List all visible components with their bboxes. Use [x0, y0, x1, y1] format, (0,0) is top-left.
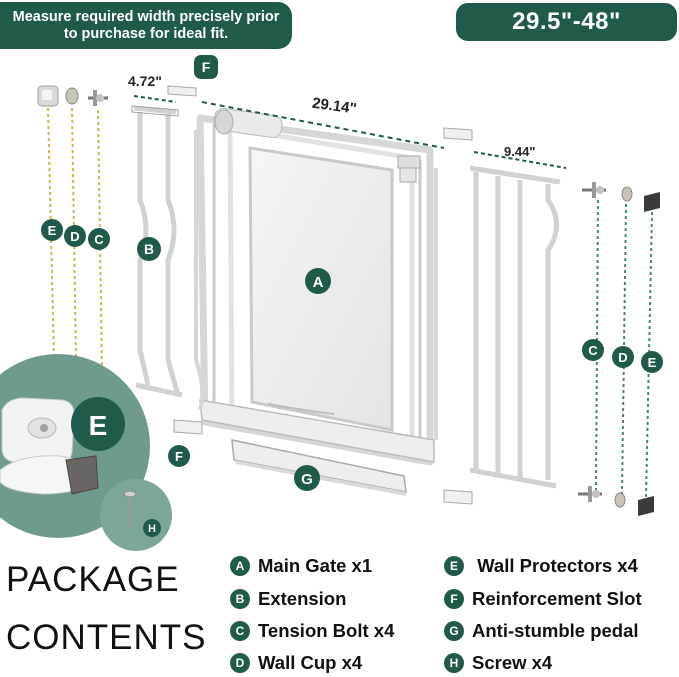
- tension-bolt-icon-right-bottom: [592, 490, 600, 498]
- legend-badge-g: G: [444, 621, 464, 641]
- callout-e-right-label: E: [648, 355, 657, 370]
- callout-a: [305, 268, 331, 294]
- package-title-line1: PACKAGE: [6, 560, 180, 599]
- legend-badge-c: C: [230, 621, 250, 641]
- callout-group-left: E D C: [41, 219, 110, 250]
- legend-item-screw: H Screw x4: [444, 651, 552, 675]
- wall-protector-inner: [42, 90, 52, 100]
- callout-b-label: B: [144, 241, 154, 257]
- callout-d-right: [612, 346, 634, 368]
- reinforcement-slot-top-left: [167, 85, 197, 97]
- callout-f-top: [194, 55, 218, 79]
- reinforcement-slot-bottom-right: [443, 489, 473, 505]
- callout-b: [137, 237, 161, 261]
- legend-label-main-gate: Main Gate x1: [258, 555, 373, 576]
- legend-item-extension: B Extension: [230, 587, 346, 611]
- gate-handle-cap: [214, 109, 234, 135]
- callout-d-left: [64, 225, 86, 247]
- callout-f-bottom-label: F: [175, 449, 183, 464]
- screw-icon: [128, 495, 133, 529]
- legend-label-tension-bolt: Tension Bolt x4: [258, 620, 395, 641]
- wall-protector-icon-right: [644, 192, 660, 212]
- legend-badge-f: F: [444, 589, 464, 609]
- callout-c-left: [88, 228, 110, 250]
- callout-a-label: A: [313, 274, 324, 291]
- dimension-line-right: [473, 151, 567, 169]
- legend-label-wall-cup: Wall Cup x4: [258, 652, 363, 673]
- legend-label-extension: Extension: [258, 588, 347, 609]
- legend-label-wall-protectors: Wall Protectors x4: [472, 555, 638, 576]
- callout-d-left-label: D: [70, 229, 79, 244]
- measurement-note-text: Measure required width precisely prior t…: [12, 8, 280, 42]
- left-extension-frame-outline: [131, 105, 179, 117]
- gate-latch-lower: [399, 167, 417, 183]
- wall-cup-icon-right: [621, 186, 633, 202]
- dimension-left-label: 4.72": [128, 73, 162, 89]
- left-extension-frame: [133, 105, 183, 398]
- legend-item-wall-cup: D Wall Cup x4: [230, 651, 362, 675]
- dashed-guide-left-3: [97, 109, 103, 371]
- legend-item-reinforcement-slot: F Reinforcement Slot: [444, 587, 642, 611]
- callout-e-detail: [71, 397, 125, 451]
- callout-e-detail-label: E: [89, 410, 108, 441]
- gate-latch: [397, 155, 421, 169]
- legend-badge-d: D: [230, 653, 250, 673]
- callout-g: [294, 465, 320, 491]
- wall-cup-icon: [65, 87, 79, 105]
- reinforcement-slot-top-right: [443, 127, 473, 141]
- legend-item-anti-stumble-pedal: G Anti-stumble pedal: [444, 619, 639, 643]
- wall-protector-icon-right-bottom: [638, 496, 654, 516]
- legend-badge-e: E: [444, 556, 464, 576]
- package-title-line2: CONTENTS: [6, 618, 207, 657]
- wall-cup-icon-right-bottom: [614, 492, 626, 508]
- right-extension-frame: [469, 165, 561, 489]
- tension-bolt-icon-right: [596, 186, 604, 194]
- legend-label-reinforcement-slot: Reinforcement Slot: [472, 588, 642, 609]
- callout-f-bottom: [168, 445, 190, 467]
- size-range-text: 29.5"-48": [512, 8, 621, 35]
- callout-e-left: [41, 219, 63, 241]
- right-bottom-hardware: [578, 486, 654, 516]
- callout-d-right-label: D: [618, 350, 627, 365]
- tension-bolt-nut: [93, 90, 97, 106]
- legend-item-tension-bolt: C Tension Bolt x4: [230, 619, 394, 643]
- dimension-line-left: [133, 95, 177, 103]
- callout-h-label: H: [148, 523, 156, 535]
- callout-c-right: [582, 339, 604, 361]
- right-top-hardware: [582, 182, 660, 212]
- callout-e-left-label: E: [48, 223, 57, 238]
- callout-g-label: G: [301, 471, 313, 488]
- wall-protector-detail-pad: [65, 455, 99, 495]
- callout-h: [143, 519, 161, 537]
- callout-c-left-label: C: [94, 232, 104, 247]
- legend-badge-b: B: [230, 589, 250, 609]
- legend-item-main-gate: A Main Gate x1: [230, 554, 372, 578]
- reinforcement-slot-bottom-left: [173, 419, 203, 435]
- size-range-banner: 29.5"-48": [456, 3, 677, 41]
- callout-f-top-label: F: [202, 59, 211, 75]
- tension-bolt-icon: [96, 94, 104, 102]
- left-top-hardware: [37, 85, 108, 107]
- callout-group-right: C D E: [582, 339, 663, 373]
- legend-label-screw: Screw x4: [472, 652, 553, 673]
- legend-item-wall-protectors: E Wall Protectors x4: [444, 554, 638, 578]
- screw-detail: H: [100, 479, 172, 551]
- callout-c-right-label: C: [588, 343, 598, 358]
- dimension-right-label: 9.44": [504, 144, 535, 159]
- legend-badge-h: H: [444, 653, 464, 673]
- legend-label-anti-stumble-pedal: Anti-stumble pedal: [472, 620, 639, 641]
- callout-e-right: [641, 351, 663, 373]
- screw-detail-circle: [100, 479, 172, 551]
- measurement-note-banner: Measure required width precisely prior t…: [0, 2, 292, 49]
- dimension-main-label: 29.14": [311, 95, 358, 118]
- legend-badge-a: A: [230, 556, 250, 576]
